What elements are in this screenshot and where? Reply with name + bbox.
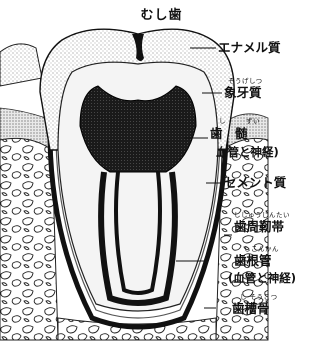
ruby-periodontal: ししゅうじんたい [234, 212, 290, 219]
label-alveolar: 歯槽骨 [232, 303, 270, 316]
ruby-dentin: ぞうげしつ [228, 78, 263, 85]
label-periodontal: 歯周靭帯 [234, 221, 284, 234]
label-root-canal-sub: (血管と神経) [228, 273, 296, 285]
label-enamel: エナメル質 [218, 42, 281, 55]
ruby-pulp-2: ずい [246, 118, 260, 125]
ruby-root-canal: しこんかん [244, 246, 279, 253]
label-root-canal: 歯根管 [234, 255, 272, 268]
label-dentin: 象牙質 [224, 87, 262, 100]
label-pulp-sub: 血管と神経) [216, 147, 279, 159]
label-pulp: 歯 髄 [210, 128, 248, 141]
label-cementum: セメント質 [224, 177, 286, 190]
ruby-pulp-1: し [219, 118, 226, 125]
ruby-alveolar: し そうこつ [240, 294, 278, 301]
neighbor-tooth-left [0, 44, 42, 86]
